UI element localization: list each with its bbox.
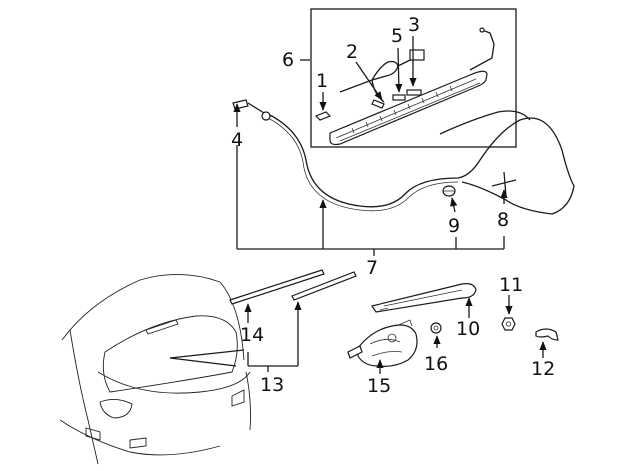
- callout-7: 7: [366, 257, 378, 279]
- rear-wiper-arm-10: [371, 283, 477, 313]
- callout-5: 5: [391, 25, 403, 47]
- callout-9: 9: [448, 215, 460, 237]
- callout-11: 11: [499, 274, 523, 296]
- rear-wiper-blade-14: [229, 269, 325, 305]
- grommet-16: [430, 322, 442, 334]
- callout-8: 8: [497, 209, 509, 231]
- nut-11: [501, 317, 516, 331]
- hose-clip-9: [442, 185, 456, 197]
- wiper-motor-15: [347, 319, 418, 367]
- bracket-7: [236, 145, 505, 256]
- callout-10: 10: [456, 318, 480, 340]
- callout-4: 4: [231, 129, 243, 151]
- callout-3: 3: [408, 14, 420, 36]
- callout-6: 6: [282, 49, 294, 71]
- leader-9: [450, 197, 458, 213]
- leader-5: [395, 47, 403, 93]
- callout-16: 16: [424, 353, 448, 375]
- lamp-inset-box: [310, 8, 517, 148]
- cap-12: [535, 328, 559, 341]
- washer-hose: [261, 110, 575, 215]
- bracket-13: [247, 301, 302, 372]
- callout-2: 2: [346, 41, 358, 63]
- callout-15: 15: [367, 375, 391, 397]
- high-mount-stop-lamp: [314, 27, 495, 146]
- rear-wiper-blade-13: [291, 271, 357, 301]
- callout-1: 1: [316, 70, 328, 92]
- callout-12: 12: [531, 358, 555, 380]
- wiper-pointer-line-b: [169, 357, 237, 367]
- leader-2: [355, 61, 383, 101]
- callout-13: 13: [260, 374, 284, 396]
- vehicle-rear-outline: [59, 274, 251, 465]
- wiper-pointer-line-a: [169, 349, 245, 359]
- callout-14: 14: [240, 324, 264, 346]
